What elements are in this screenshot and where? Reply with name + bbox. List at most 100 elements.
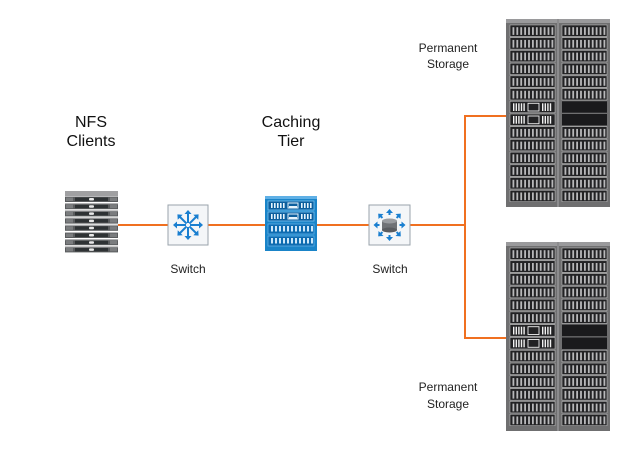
- router-cylinder-icon: [382, 218, 397, 233]
- storage-bottom-label-line2: Storage: [427, 397, 469, 411]
- arrow-icon: [378, 213, 384, 219]
- drive-shelf: [509, 151, 556, 164]
- arrow-icon: [395, 213, 401, 219]
- drive-shelf: [561, 298, 608, 311]
- drive-shelf: [561, 177, 608, 190]
- arrow-icon: [177, 225, 188, 236]
- caching-tier-label-line1: Caching: [262, 114, 321, 131]
- drive-shelf: [509, 286, 556, 299]
- node-switch-1[interactable]: Switch: [167, 204, 209, 276]
- arrow-icon: [184, 227, 192, 240]
- drive-shelf: [509, 362, 556, 375]
- drive-shelf: [561, 62, 608, 75]
- node-nfs-clients[interactable]: NFS Clients: [65, 114, 118, 253]
- drive-shelf: [509, 388, 556, 401]
- arrow-icon: [373, 221, 380, 229]
- arrow-icon: [177, 214, 188, 225]
- switch-layer2-icon: [167, 204, 209, 246]
- server-unit: [65, 203, 118, 210]
- storage-top-label-line1: Permanent: [419, 41, 478, 55]
- drive-shelf: [561, 151, 608, 164]
- drive-shelf: [561, 88, 608, 101]
- server-unit: [65, 239, 118, 246]
- drive-shelf: [509, 88, 556, 101]
- drive-shelf: [509, 401, 556, 414]
- node-switch-2[interactable]: Switch: [368, 204, 411, 276]
- drive-shelf: [561, 413, 608, 426]
- drive-shelf: [509, 139, 556, 152]
- server-unit: [65, 246, 118, 253]
- server-unit: [65, 196, 118, 202]
- drive-shelf: [561, 311, 608, 324]
- server-unit: [65, 224, 118, 231]
- switch-1-label: Switch: [170, 262, 205, 276]
- storage-controller-unit: [509, 337, 556, 350]
- drive-shelf: [561, 401, 608, 414]
- drive-shelf: [509, 298, 556, 311]
- storage-controller-unit: [509, 113, 556, 126]
- node-caching-tier[interactable]: Caching Tier: [262, 114, 321, 251]
- arrow-icon: [188, 214, 199, 225]
- drive-shelf: [561, 139, 608, 152]
- nfs-clients-label-line1: NFS: [75, 114, 107, 131]
- drive-shelf: [561, 75, 608, 88]
- arrow-icon: [190, 221, 203, 229]
- drive-shelf: [561, 24, 608, 37]
- drive-shelf: [561, 37, 608, 50]
- server-unit: [65, 217, 118, 224]
- caching-tier-label-line2: Tier: [278, 133, 306, 150]
- drive-shelf: [561, 260, 608, 273]
- drive-shelf: [561, 362, 608, 375]
- empty-slot: [562, 337, 607, 349]
- drive-shelf: [561, 247, 608, 260]
- arrow-icon: [173, 221, 186, 229]
- switch-layer3-icon: [368, 204, 411, 246]
- drive-shelf: [509, 311, 556, 324]
- drive-shelf: [561, 190, 608, 202]
- storage-controller-unit: [509, 324, 556, 337]
- cache-appliance-icon: [265, 196, 317, 251]
- drive-shelf: [561, 164, 608, 177]
- empty-slot: [562, 114, 607, 126]
- drive-shelf: [509, 62, 556, 75]
- drive-shelf: [561, 50, 608, 63]
- nfs-clients-label-line2: Clients: [67, 133, 116, 150]
- node-storage-top[interactable]: Permanent Storage: [419, 19, 610, 207]
- drive-shelf: [509, 247, 556, 260]
- node-storage-bottom[interactable]: Permanent Storage: [419, 242, 610, 431]
- link-junction-to-storage-top: [464, 115, 506, 225]
- cache-controller-unit: [267, 200, 315, 211]
- cache-controller-unit: [267, 211, 315, 222]
- storage-rack-icon: [506, 19, 610, 207]
- drive-shelf: [509, 164, 556, 177]
- drive-shelf: [561, 388, 608, 401]
- empty-slot: [562, 324, 607, 337]
- arrow-icon: [188, 225, 199, 236]
- drive-shelf: [509, 37, 556, 50]
- drive-shelf: [509, 260, 556, 273]
- drive-shelf: [509, 177, 556, 190]
- drive-shelf: [509, 50, 556, 63]
- drive-shelf: [561, 350, 608, 363]
- arrow-icon: [184, 210, 192, 223]
- cache-drive-shelf: [267, 235, 315, 247]
- storage-top-label-line2: Storage: [427, 57, 469, 71]
- drive-shelf: [561, 375, 608, 388]
- empty-slot: [562, 101, 607, 113]
- arrow-icon: [395, 231, 401, 237]
- server-unit: [65, 210, 118, 217]
- drive-shelf: [509, 126, 556, 139]
- arrow-icon: [378, 231, 384, 237]
- cache-drive-shelf: [267, 223, 315, 235]
- drive-shelf: [509, 375, 556, 388]
- drive-shelf: [509, 24, 556, 37]
- drive-shelf: [509, 190, 556, 202]
- drive-shelf: [509, 273, 556, 286]
- server-stack-icon: [65, 191, 118, 253]
- switch-2-label: Switch: [372, 262, 407, 276]
- server-top-cap: [65, 191, 118, 196]
- server-unit: [65, 232, 118, 238]
- drive-shelf: [561, 286, 608, 299]
- arrow-icon: [386, 209, 393, 215]
